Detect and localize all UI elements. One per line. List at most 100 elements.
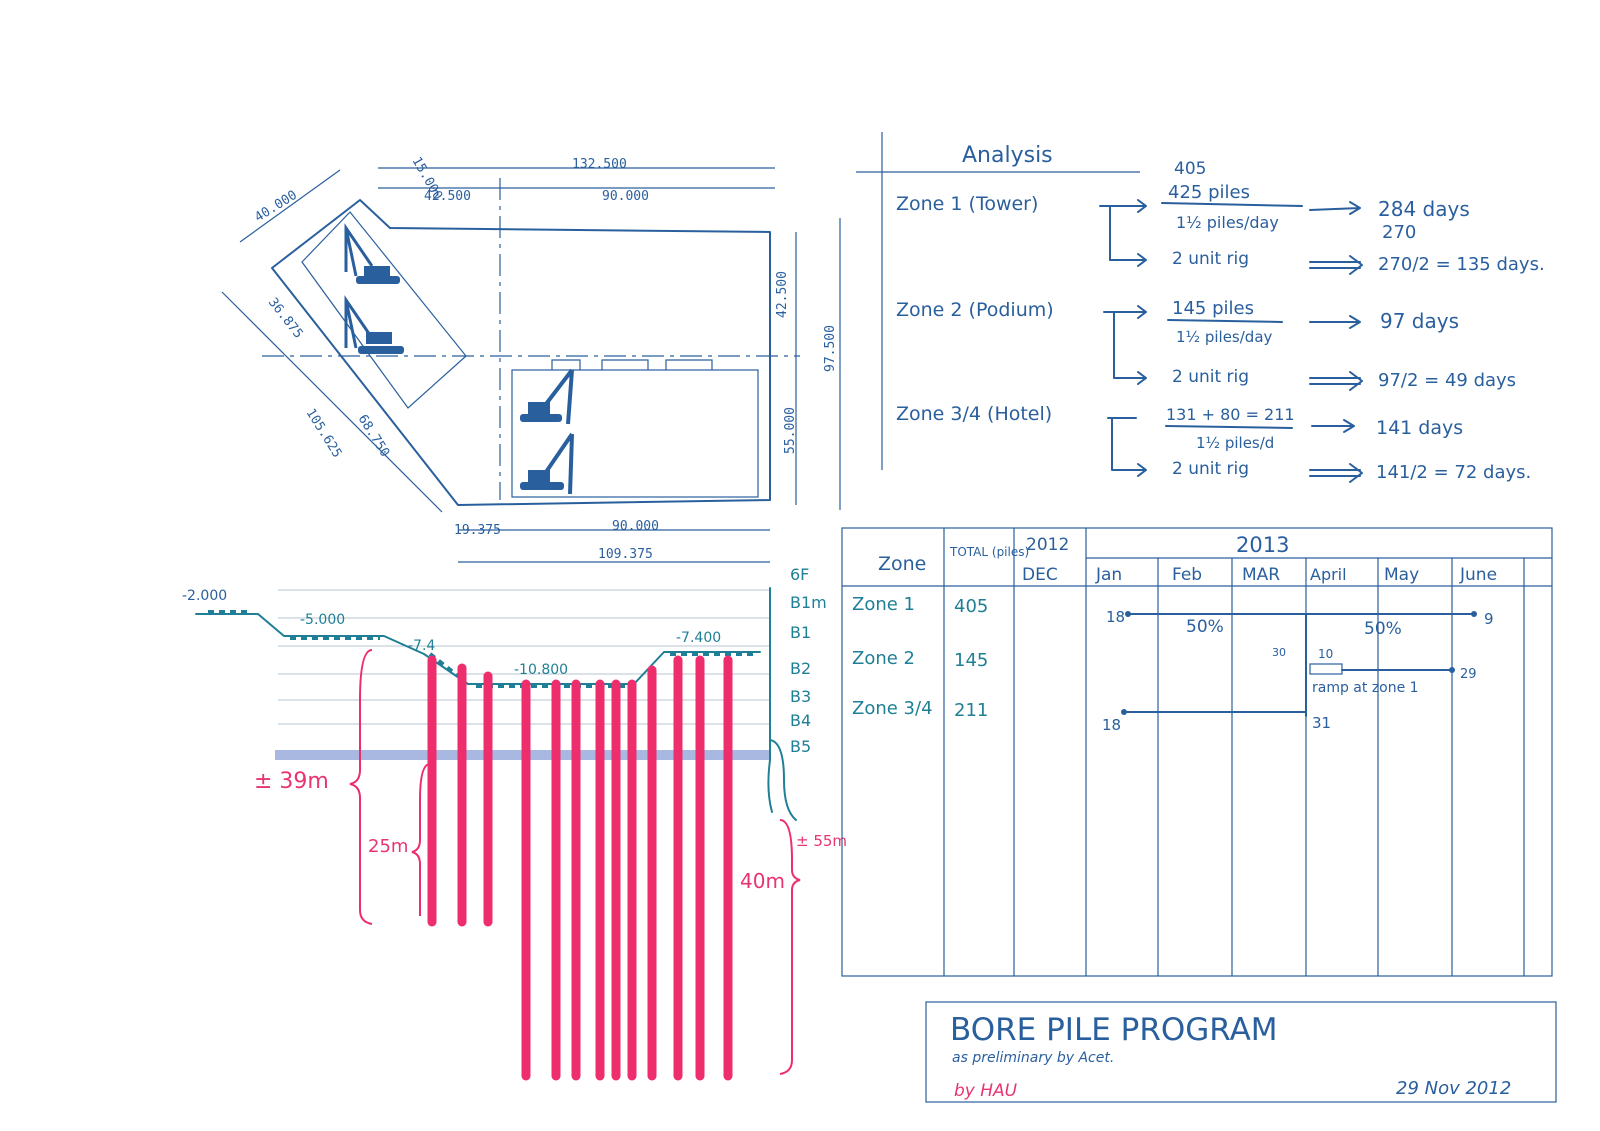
drawing-date: 29 Nov 2012 (1396, 1078, 1511, 1099)
ground-hatch (208, 610, 756, 688)
floor-label: B4 (790, 711, 811, 730)
zone1-rate: 1½ piles/day (1176, 213, 1279, 232)
row-zone: Zone 2 (852, 648, 915, 669)
pile-length-note: ± 55m (796, 832, 847, 850)
bar-note: 18 (1102, 716, 1121, 734)
drawing-title: BORE PILE PROGRAM (950, 1012, 1278, 1048)
zone34-rigs: 2 unit rig (1172, 459, 1249, 479)
drawing-subtitle: as preliminary by Acet. (952, 1050, 1114, 1066)
level-label: -2.000 (182, 588, 227, 604)
dim-line-diag-left (221, 291, 443, 513)
bar-note: 10 (1318, 647, 1333, 661)
bar-start-dot (1121, 709, 1127, 715)
drawing-author: by HAU (954, 1081, 1018, 1101)
header-month: Jan (1095, 565, 1122, 585)
schedule-table: Zone TOTAL (piles) 2012 2013 DEC Jan Feb… (841, 527, 1553, 977)
dim-text: 42.500 (424, 189, 471, 204)
row-total: 145 (954, 650, 988, 671)
bar-note: ramp at zone 1 (1312, 680, 1419, 696)
site-plan: 40.000 15.000 132.500 42.500 90.000 36.8… (221, 155, 841, 563)
double-arrow-icon (1309, 371, 1363, 391)
header-month: MAR (1242, 565, 1280, 585)
brace-25m (411, 763, 431, 916)
fraction-bar (1167, 319, 1283, 323)
zone2-ramp-box (1309, 663, 1343, 675)
level-label: -7.400 (676, 630, 721, 646)
zone34-rate: 1½ piles/d (1196, 434, 1274, 452)
pile-section: -2.000 -5.000 -7.4 -10.800 -7.400 6F B1m… (182, 565, 847, 1081)
floor-label: B3 (790, 687, 811, 706)
zone1-rigs: 2 unit rig (1172, 249, 1249, 269)
dim-text: 105.625 (303, 406, 345, 460)
header-month: April (1310, 565, 1347, 584)
pile-length-note: 40m (740, 869, 785, 893)
arrow-right-icon (1311, 419, 1355, 433)
dim-text: 90.000 (602, 189, 649, 204)
dim-text: 40.000 (252, 188, 300, 226)
header-zone: Zone (878, 553, 926, 575)
excavation-profile (195, 613, 761, 685)
header-month: DEC (1022, 565, 1058, 585)
header-month: May (1384, 565, 1419, 585)
bar-note: 29 (1460, 667, 1477, 682)
zone34-piles: 131 + 80 = 211 (1166, 405, 1295, 424)
fraction-bar (1165, 425, 1293, 429)
zone1-result: 270/2 = 135 days. (1378, 254, 1545, 275)
zone2-piles: 145 piles (1172, 298, 1254, 319)
bar-end-dot (1449, 667, 1455, 673)
zone1-days: 284 days (1378, 197, 1470, 221)
zone2-rate: 1½ piles/day (1176, 328, 1273, 346)
zone2-days: 97 days (1380, 309, 1459, 333)
bar-note: 50% (1364, 619, 1402, 639)
header-month: Feb (1172, 565, 1202, 585)
row-zone: Zone 3/4 (852, 698, 933, 719)
bar-end-dot (1471, 611, 1477, 617)
floor-label: 6F (790, 565, 809, 584)
floor-label: B1m (790, 593, 827, 612)
dim-line-diag-top (239, 169, 341, 243)
header-year-2012: 2012 (1026, 535, 1069, 555)
zone2-rigs: 2 unit rig (1172, 367, 1249, 387)
brace-39m (349, 649, 373, 925)
analysis-block: Analysis Zone 1 (Tower) 405 425 piles 1½… (856, 132, 1545, 483)
dim-text: 68.750 (355, 412, 393, 460)
zone1-branch-arrows (1099, 199, 1147, 267)
drilling-rig-icon (344, 223, 400, 284)
zone34-label: Zone 3/4 (Hotel) (896, 403, 1052, 425)
dim-text: 97.500 (823, 325, 838, 372)
title-block-frame (925, 1001, 1557, 1103)
brace-55m (769, 739, 797, 821)
level-label: -5.000 (300, 612, 345, 628)
zone2-branch-arrows (1103, 305, 1147, 385)
row-total: 211 (954, 700, 988, 721)
zone1-piles: 425 piles (1168, 182, 1250, 203)
dim-text: 132.500 (572, 157, 627, 172)
table-frame (841, 527, 1553, 977)
drilling-rig-icon (344, 295, 404, 354)
level-label: -10.800 (514, 662, 568, 678)
double-arrow-icon (1309, 463, 1363, 483)
arrow-right-icon (1309, 315, 1361, 329)
pile-length-note: 25m (368, 836, 408, 857)
title-block: BORE PILE PROGRAM as preliminary by Acet… (925, 1001, 1557, 1103)
analysis-title: Analysis (962, 143, 1053, 168)
floor-label: B5 (790, 737, 811, 756)
dim-text: 42.500 (775, 271, 790, 318)
crane-bay (301, 211, 467, 409)
floor-label: B2 (790, 659, 811, 678)
bar-start-dot (1125, 611, 1131, 617)
hotel-block-notches (551, 359, 713, 370)
bar-note: 9 (1484, 610, 1494, 628)
brace-40m (779, 819, 801, 1075)
row-total: 405 (954, 596, 988, 617)
bar-note: 50% (1186, 617, 1224, 637)
drilling-rig-icon (520, 368, 574, 425)
bar-note: 31 (1312, 714, 1331, 732)
zone2-label: Zone 2 (Podium) (896, 299, 1054, 321)
zone34-days: 141 days (1376, 417, 1463, 439)
header-year-2013: 2013 (1236, 533, 1289, 557)
zone1-days-revised: 270 (1382, 222, 1416, 243)
drilling-rig-icon (520, 432, 574, 495)
dim-text: 19.375 (454, 523, 501, 538)
